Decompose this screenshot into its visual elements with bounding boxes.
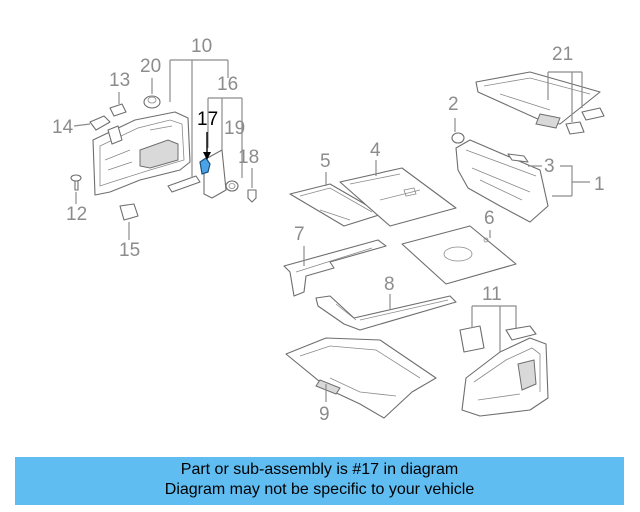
leader-16 [207, 97, 243, 178]
callout-3: 3 [544, 156, 555, 177]
callout-7: 7 [294, 224, 305, 245]
callout-9: 9 [319, 404, 330, 425]
callout-4: 4 [370, 140, 381, 161]
carpet-9 [285, 337, 437, 419]
banner-line-2: Diagram may not be specific to your vehi… [164, 481, 475, 498]
callout-12: 12 [66, 204, 87, 225]
part-16-trim [203, 149, 227, 199]
callout-14: 14 [52, 117, 74, 138]
callout-8: 8 [384, 274, 395, 295]
floor-mat-6 [401, 225, 517, 285]
callout-5: 5 [320, 151, 331, 172]
parts-diagram: 10 20 13 14 16 17 19 18 12 15 21 2 3 1 [52, 36, 605, 425]
floor-board-4 [339, 167, 457, 227]
frame-8 [315, 295, 457, 331]
part-11-box [505, 325, 537, 341]
part-21-bracket-b [581, 107, 605, 121]
part-10-pad [167, 175, 201, 193]
part-11-pad [459, 325, 485, 353]
callout-20: 20 [140, 56, 161, 77]
part-12-pin [70, 174, 82, 191]
part-15-bracket [119, 203, 139, 221]
frame-7 [283, 239, 387, 297]
quarter-trim-panel-left [92, 111, 191, 196]
callout-10: 10 [191, 36, 212, 57]
leader-1 [552, 165, 590, 197]
quarter-trim-panel-right [461, 337, 549, 417]
callout-11: 11 [482, 284, 502, 305]
leader-14 [73, 123, 91, 127]
leader-10 [169, 59, 229, 178]
callout-17: 17 [197, 109, 218, 130]
part-2-clip [451, 132, 465, 144]
info-banner: Part or sub-assembly is #17 in diagram D… [15, 457, 624, 505]
part-17-highlighted [199, 157, 211, 175]
callout-18: 18 [238, 147, 259, 168]
callout-1: 1 [594, 174, 605, 195]
callout-13: 13 [109, 70, 130, 91]
leader-11 [471, 305, 517, 352]
callout-19: 19 [224, 118, 245, 139]
callout-16: 16 [217, 74, 238, 95]
part-14-plug [89, 115, 111, 131]
callout-2: 2 [448, 94, 459, 115]
cargo-cover [475, 71, 601, 129]
callout-6: 6 [484, 208, 495, 229]
banner-line-1: Part or sub-assembly is #17 in diagram [180, 461, 459, 478]
leader-17-arrowhead [203, 152, 211, 160]
part-20-grommet [143, 95, 161, 109]
part-13-clip [109, 103, 127, 117]
leader-21 [547, 71, 583, 122]
callout-15: 15 [119, 240, 140, 261]
side-tray-1 [455, 139, 549, 223]
part-19-cap [225, 180, 239, 192]
callout-21: 21 [552, 44, 573, 65]
part-18-screw [247, 189, 257, 203]
part-21-bracket-a [565, 121, 585, 135]
